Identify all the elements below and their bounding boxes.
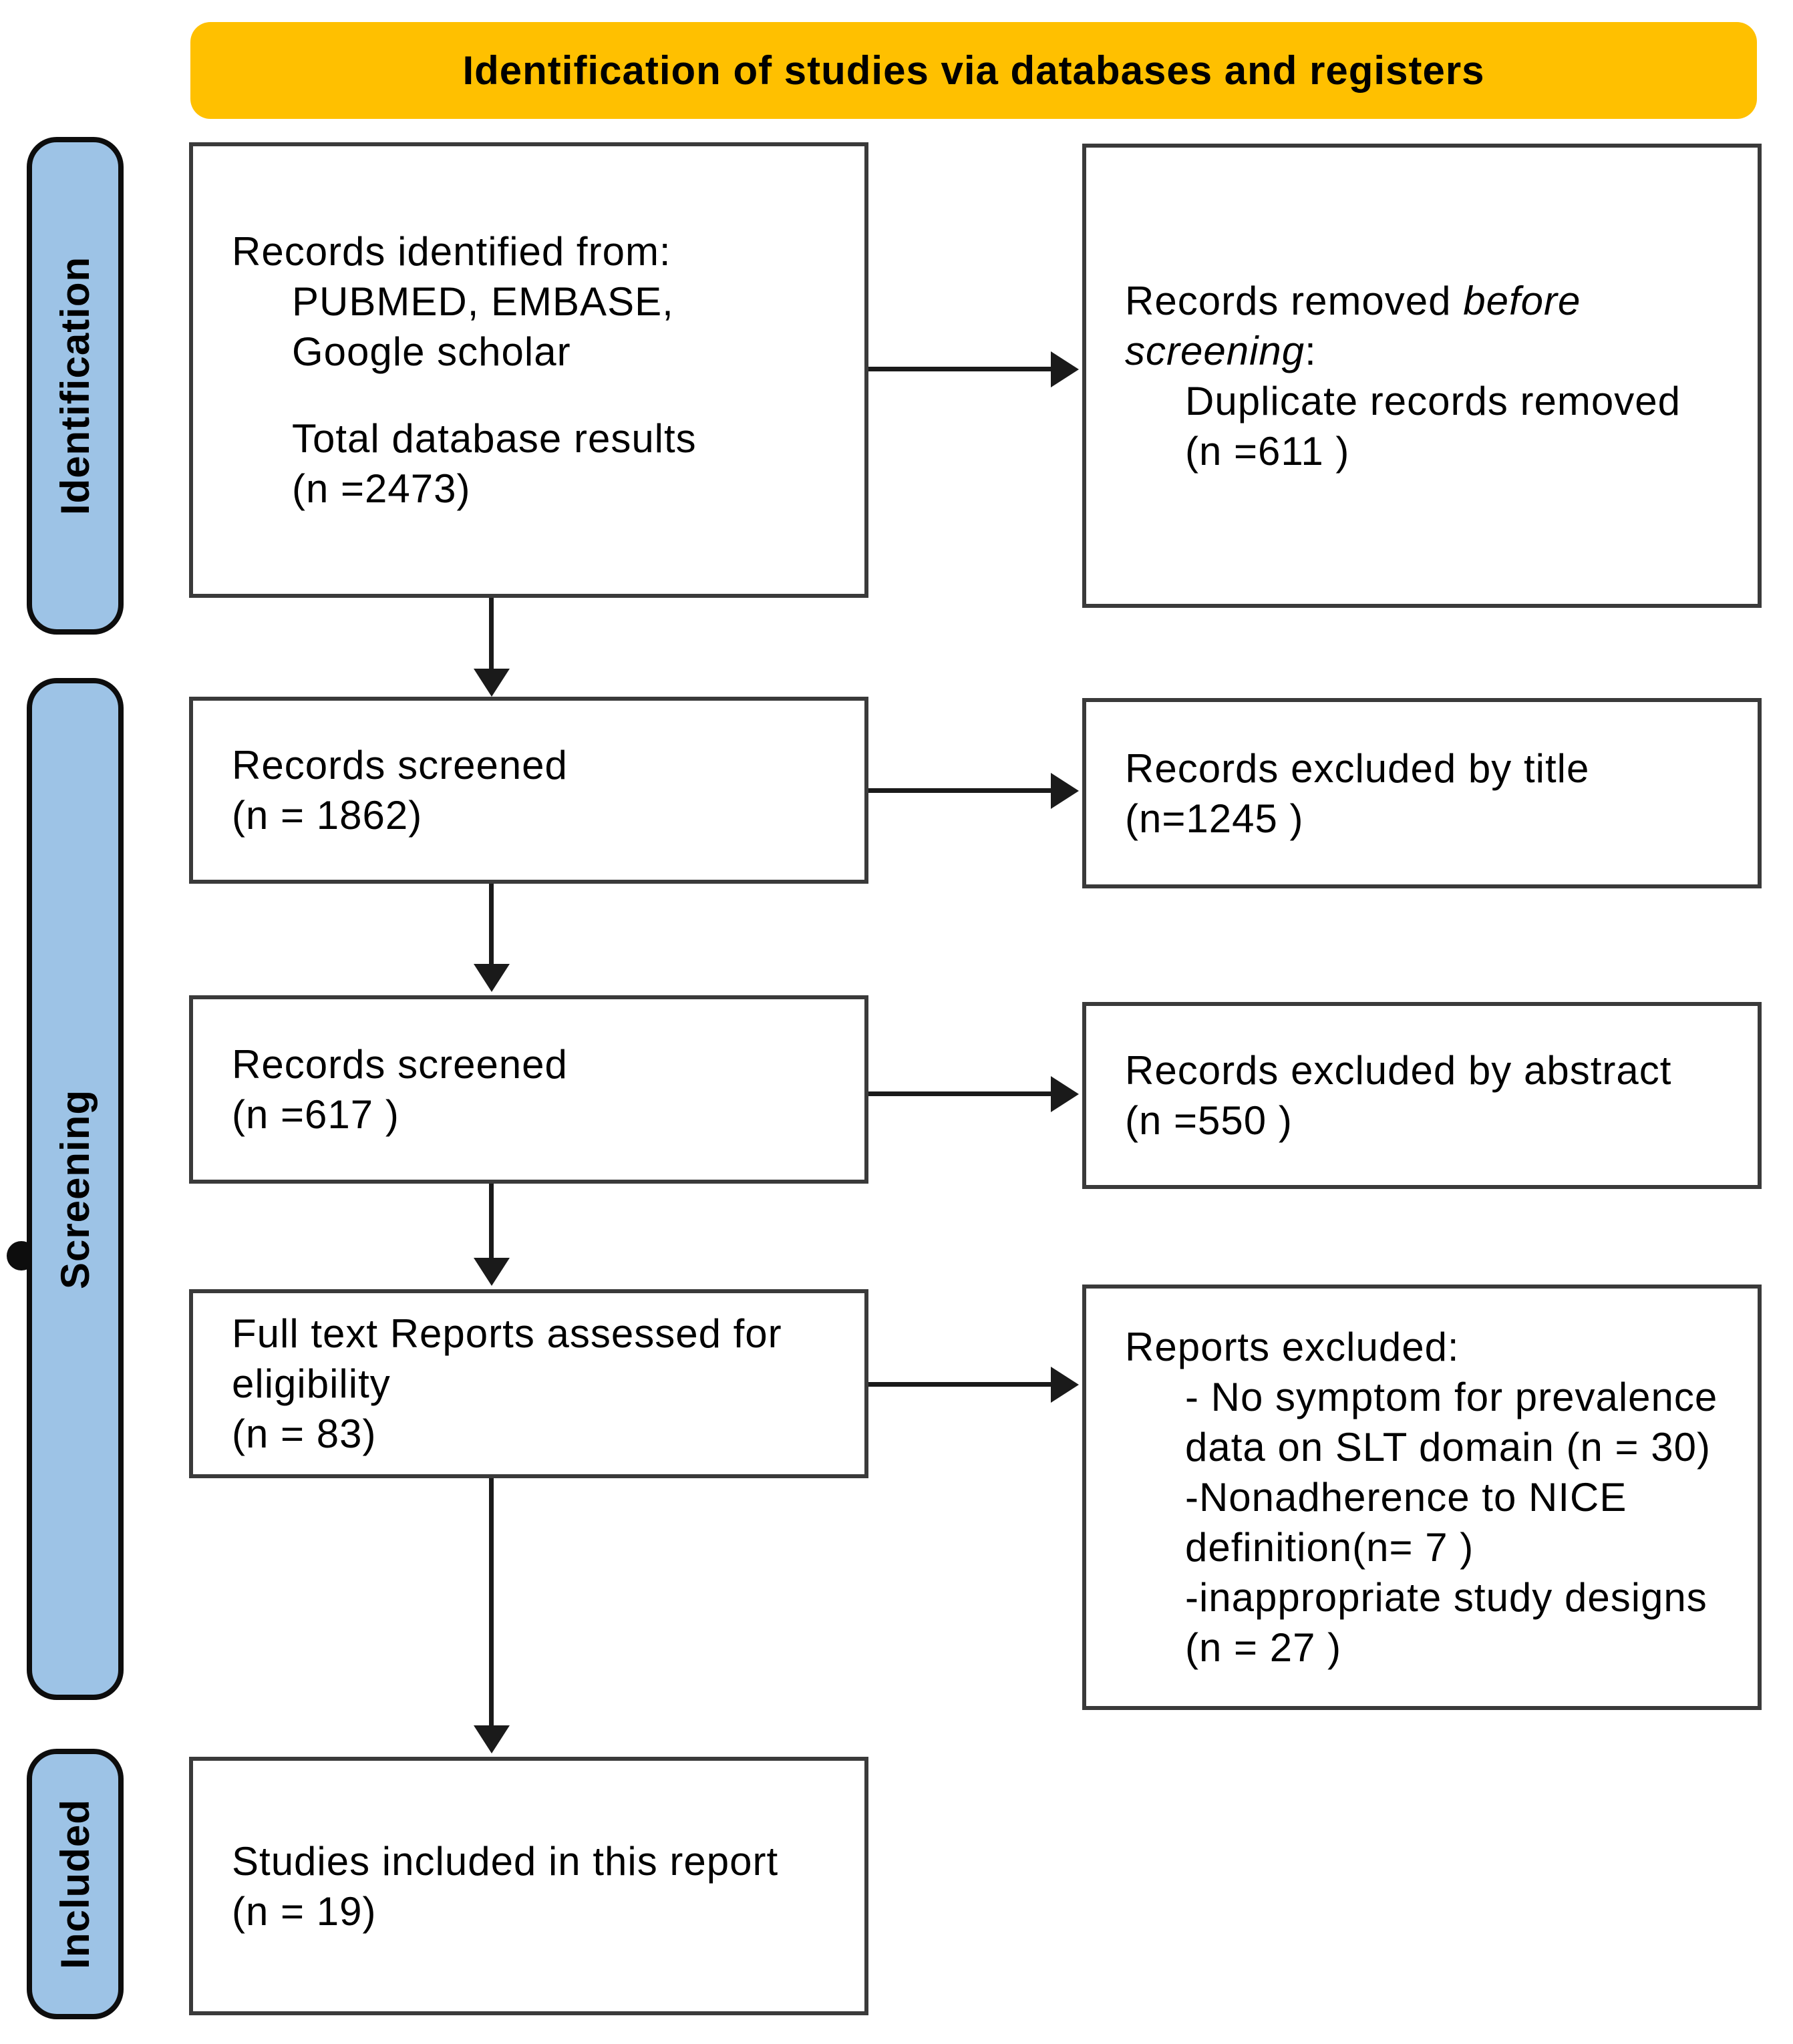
blank-line bbox=[232, 377, 846, 413]
arrow-down-2-head bbox=[474, 964, 510, 992]
text-line: Records removed before bbox=[1125, 276, 1739, 326]
box-studies-included: Studies included in this report (n = 19) bbox=[189, 1757, 868, 2015]
text-span: Records removed bbox=[1125, 278, 1464, 323]
text-line: screening: bbox=[1125, 326, 1739, 376]
arrow-right-4-line bbox=[868, 1382, 1052, 1387]
text-line: Records screened bbox=[232, 1042, 568, 1087]
arrow-right-3-head bbox=[1051, 1076, 1079, 1112]
arrow-right-2-head bbox=[1051, 773, 1079, 809]
arrow-right-1-line bbox=[868, 367, 1052, 371]
text-line: data on SLT domain (n = 30) bbox=[1185, 1425, 1711, 1470]
banner-title: Identification of studies via databases … bbox=[462, 48, 1485, 93]
text-line: -inappropriate study designs bbox=[1185, 1575, 1707, 1620]
box-records-screened-title: Records screened (n = 1862) bbox=[189, 697, 868, 884]
stage-included: Included bbox=[27, 1749, 124, 2019]
text-line: PUBMED, EMBASE, bbox=[292, 279, 674, 324]
text-span-italic: before bbox=[1463, 278, 1581, 323]
text-span: : bbox=[1305, 328, 1317, 373]
text-span-italic: screening bbox=[1125, 328, 1305, 373]
arrow-down-4-line bbox=[489, 1478, 494, 1727]
box-reports-excluded: Reports excluded: - No symptom for preva… bbox=[1082, 1285, 1762, 1710]
text-line: definition(n= 7 ) bbox=[1185, 1525, 1474, 1570]
stage-identification: Identification bbox=[27, 137, 124, 635]
text-line: -Nonadherence to NICE bbox=[1185, 1475, 1627, 1520]
stage-screening-label: Screening bbox=[53, 1089, 98, 1289]
box-excluded-by-abstract: Records excluded by abstract (n =550 ) bbox=[1082, 1002, 1762, 1189]
text-line: (n = 83) bbox=[232, 1411, 377, 1456]
stage-screening: Screening bbox=[27, 678, 124, 1700]
text-line: eligibility bbox=[232, 1361, 391, 1406]
text-line: Records excluded by title bbox=[1125, 745, 1590, 791]
arrow-down-4-head bbox=[474, 1725, 510, 1753]
text-line: Duplicate records removed bbox=[1185, 378, 1681, 423]
arrow-down-3-line bbox=[489, 1184, 494, 1259]
text-line: (n = 19) bbox=[232, 1888, 377, 1934]
arrow-down-3-head bbox=[474, 1258, 510, 1286]
text-line: (n =611 ) bbox=[1185, 428, 1350, 474]
text-line: (n =617 ) bbox=[232, 1092, 399, 1137]
text-line: Records excluded by abstract bbox=[1125, 1048, 1672, 1093]
text-line: (n = 27 ) bbox=[1185, 1625, 1342, 1670]
arrow-right-4-head bbox=[1051, 1367, 1079, 1403]
text-line: Records screened bbox=[232, 743, 568, 788]
arrow-down-2-line bbox=[489, 884, 494, 965]
arrow-right-3-line bbox=[868, 1091, 1052, 1096]
box-records-screened-abstract: Records screened (n =617 ) bbox=[189, 995, 868, 1184]
text-line: - No symptom for prevalence bbox=[1185, 1375, 1718, 1419]
arrow-right-1-head bbox=[1051, 351, 1079, 387]
text-line: Total database results bbox=[292, 416, 697, 461]
text-line: (n = 1862) bbox=[232, 793, 423, 838]
banner: Identification of studies via databases … bbox=[190, 22, 1757, 119]
stage-included-label: Included bbox=[53, 1799, 98, 1969]
text-line: (n=1245 ) bbox=[1125, 796, 1304, 841]
arrow-right-2-line bbox=[868, 788, 1052, 793]
box-fulltext-assessed: Full text Reports assessed for eligibili… bbox=[189, 1289, 868, 1478]
text-line: Reports excluded: bbox=[1125, 1325, 1460, 1369]
stage-identification-label: Identification bbox=[53, 256, 98, 516]
box-records-removed: Records removed before screening: Duplic… bbox=[1082, 144, 1762, 608]
arrow-down-1-head bbox=[474, 669, 510, 697]
text-line: (n =2473) bbox=[292, 466, 471, 511]
text-line: Records identified from: bbox=[232, 229, 671, 274]
text-line: Studies included in this report bbox=[232, 1838, 779, 1884]
arrow-down-1-line bbox=[489, 598, 494, 670]
text-line: (n =550 ) bbox=[1125, 1098, 1293, 1143]
text-line: Full text Reports assessed for bbox=[232, 1311, 782, 1356]
text-line: Google scholar bbox=[292, 329, 571, 374]
box-records-identified: Records identified from: PUBMED, EMBASE,… bbox=[189, 142, 868, 598]
box-excluded-by-title: Records excluded by title (n=1245 ) bbox=[1082, 698, 1762, 888]
